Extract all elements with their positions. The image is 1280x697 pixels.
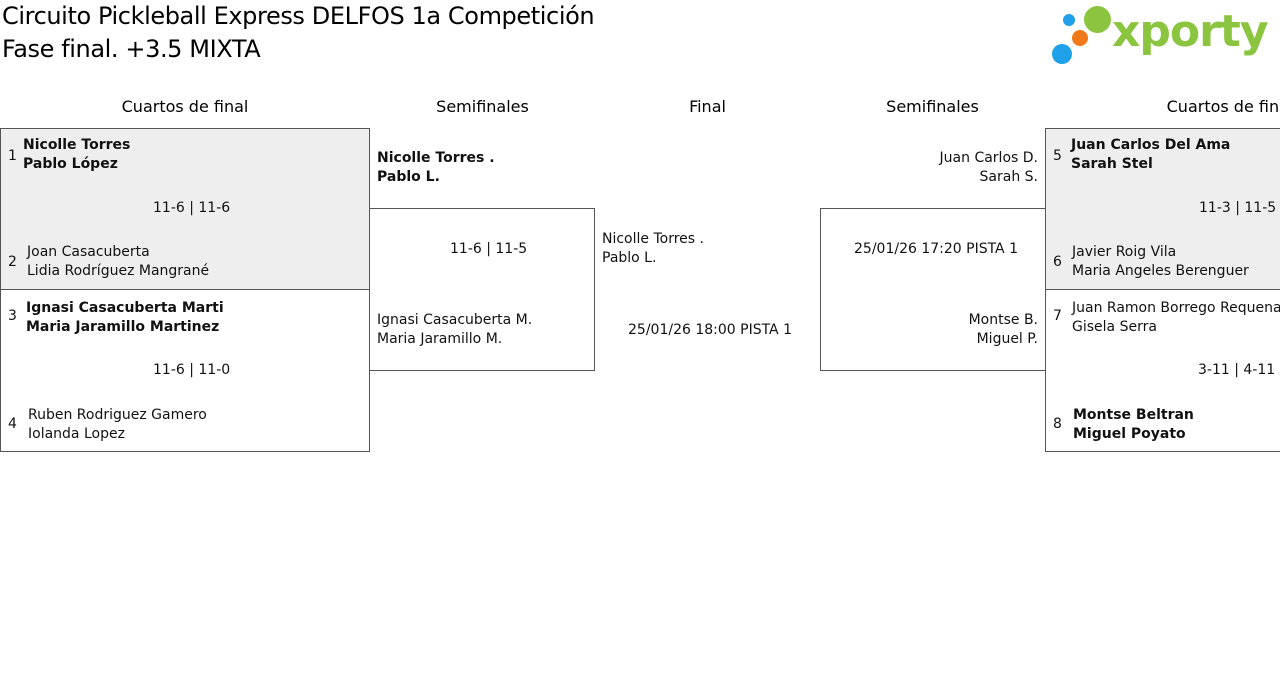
- sf-right-top-player: Juan Carlos D.: [939, 150, 1038, 166]
- column-header-final: Final: [689, 97, 726, 116]
- player-name: Miguel P.: [976, 331, 1038, 347]
- player-name: Javier Roig Vila: [1072, 244, 1177, 260]
- match-score: 3-11 | 4-11: [1198, 362, 1276, 378]
- page-subtitle: Fase final. +3.5 MIXTA: [2, 35, 261, 63]
- seed-number: 2: [8, 254, 17, 270]
- seed-number: 5: [1053, 148, 1062, 164]
- player-name: Sarah Stel: [1071, 156, 1153, 172]
- column-header-qf-right: Cuartos de final: [1166, 97, 1280, 116]
- player-name: Nicolle Torres: [23, 137, 131, 153]
- qf-match-1[interactable]: 1 Nicolle Torres Pablo López 11-6 | 11-6…: [0, 128, 370, 290]
- match-score: 11-3 | 11-5: [1199, 200, 1277, 216]
- player-name: Montse Beltran: [1073, 407, 1194, 423]
- player-name: Ruben Rodriguez Gamero: [28, 407, 207, 423]
- sf-left-top-player: Nicolle Torres .: [377, 150, 495, 166]
- match-score: 11-6 | 11-6: [153, 200, 231, 216]
- final-player: Nicolle Torres .: [602, 231, 704, 247]
- logo-dot-blue-small: [1063, 14, 1075, 26]
- player-name: Ignasi Casacuberta Marti: [26, 300, 224, 316]
- final-schedule: 25/01/26 18:00 PISTA 1: [628, 322, 792, 338]
- qf-match-3[interactable]: 5 Juan Carlos Del Ama Sarah Stel 11-3 | …: [1045, 128, 1280, 290]
- logo-dot-orange: [1072, 30, 1088, 46]
- logo-dot-blue: [1052, 44, 1072, 64]
- final-player: Pablo L.: [602, 250, 657, 266]
- qf-match-4[interactable]: 7 Juan Ramon Borrego Requena Gisela Serr…: [1045, 289, 1280, 452]
- player-name: Lidia Rodríguez Mangrané: [27, 263, 210, 279]
- logo-wordmark: xporty: [1112, 6, 1269, 57]
- column-header-sf-right: Semifinales: [886, 97, 979, 116]
- sf-left-top-player: Pablo L.: [377, 169, 440, 185]
- player-name: Gisela Serra: [1072, 319, 1157, 335]
- player-name: Juan Carlos Del Ama: [1071, 137, 1231, 153]
- player-name: Pablo López: [23, 156, 118, 172]
- player-name: Juan Ramon Borrego Requena: [1072, 300, 1280, 316]
- seed-number: 1: [8, 148, 17, 164]
- seed-number: 4: [8, 416, 17, 432]
- match-score: 11-6 | 11-0: [153, 362, 231, 378]
- seed-number: 8: [1053, 416, 1062, 432]
- player-name: Maria Jaramillo M.: [377, 331, 503, 347]
- player-name: Ignasi Casacuberta M.: [377, 312, 533, 328]
- player-name: Iolanda Lopez: [28, 426, 125, 442]
- page-title: Circuito Pickleball Express DELFOS 1a Co…: [2, 2, 595, 30]
- seed-number: 3: [8, 308, 17, 324]
- player-name: Maria Angeles Berenguer: [1072, 263, 1249, 279]
- qf-match-2[interactable]: 3 Ignasi Casacuberta Marti Maria Jaramil…: [0, 289, 370, 452]
- player-name: Miguel Poyato: [1073, 426, 1186, 442]
- match-score: 11-6 | 11-5: [450, 241, 528, 257]
- logo-dot-green: [1084, 6, 1111, 33]
- sf-right-top-player: Sarah S.: [979, 169, 1038, 185]
- player-name: Joan Casacuberta: [27, 244, 150, 260]
- match-schedule: 25/01/26 17:20 PISTA 1: [854, 241, 1018, 257]
- column-header-qf-left: Cuartos de final: [121, 97, 249, 116]
- player-name: Montse B.: [968, 312, 1038, 328]
- column-header-sf-left: Semifinales: [436, 97, 529, 116]
- xporty-logo[interactable]: xporty: [1050, 4, 1280, 68]
- seed-number: 6: [1053, 254, 1062, 270]
- seed-number: 7: [1053, 308, 1062, 324]
- sf-match-right[interactable]: 25/01/26 17:20 PISTA 1 Montse B. Miguel …: [820, 208, 1046, 371]
- sf-match-left[interactable]: 11-6 | 11-5 Ignasi Casacuberta M. Maria …: [369, 208, 595, 371]
- player-name: Maria Jaramillo Martinez: [26, 319, 220, 335]
